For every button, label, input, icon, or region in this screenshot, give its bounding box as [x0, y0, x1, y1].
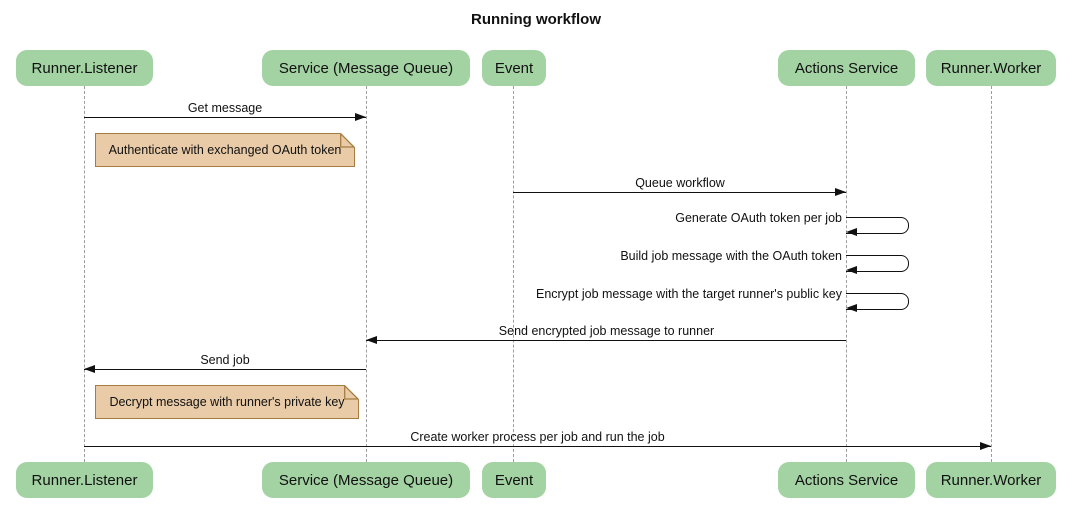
participant-top-runner-worker: Runner.Worker [926, 50, 1056, 86]
message-line-send-job [84, 369, 366, 370]
participant-top-actions-service: Actions Service [778, 50, 915, 86]
arrowhead-left-icon [84, 365, 95, 373]
self-loop-encrypt-job-message [846, 293, 909, 310]
diagram-title: Running workflow [471, 11, 601, 28]
message-line-send-encrypted-job [366, 340, 846, 341]
arrowhead-left-icon [846, 304, 857, 312]
lifeline-event [513, 86, 514, 462]
message-line-create-worker [84, 446, 991, 447]
note-fold-icon [344, 384, 360, 400]
participant-bottom-runner-listener: Runner.Listener [16, 462, 153, 498]
note-text: Authenticate with exchanged OAuth token [108, 143, 342, 157]
note-fold-icon [340, 132, 356, 148]
participant-top-service-message-queue: Service (Message Queue) [262, 50, 470, 86]
message-line-get-message [84, 117, 366, 118]
message-label-send-job: Send job [200, 353, 250, 367]
note-decrypt-message: Decrypt message with runner's private ke… [95, 384, 360, 419]
message-label-get-message: Get message [187, 101, 263, 115]
arrowhead-right-icon [980, 442, 991, 450]
message-label-encrypt-job-message: Encrypt job message with the target runn… [535, 287, 842, 301]
participant-top-event: Event [482, 50, 546, 86]
message-label-send-encrypted-job: Send encrypted job message to runner [498, 324, 715, 338]
arrowhead-left-icon [846, 266, 857, 274]
lifeline-service-message-queue [365, 86, 367, 462]
participant-bottom-runner-worker: Runner.Worker [926, 462, 1056, 498]
arrowhead-left-icon [846, 228, 857, 236]
lifeline-runner-worker [990, 86, 992, 462]
lifeline-actions-service [846, 86, 847, 462]
participant-bottom-service-message-queue: Service (Message Queue) [262, 462, 470, 498]
participant-bottom-event: Event [482, 462, 546, 498]
self-loop-generate-oauth-token [846, 217, 909, 234]
lifeline-runner-listener [84, 86, 85, 462]
message-label-queue-workflow: Queue workflow [635, 176, 725, 190]
participant-top-runner-listener: Runner.Listener [16, 50, 153, 86]
arrowhead-left-icon [366, 336, 377, 344]
note-text: Decrypt message with runner's private ke… [109, 395, 345, 409]
message-label-create-worker: Create worker process per job and run th… [410, 430, 665, 444]
note-authenticate-oauth: Authenticate with exchanged OAuth token [95, 132, 356, 167]
message-label-generate-oauth-token: Generate OAuth token per job [675, 211, 842, 225]
arrowhead-right-icon [355, 113, 366, 121]
message-label-build-job-message: Build job message with the OAuth token [620, 249, 842, 263]
self-loop-build-job-message [846, 255, 909, 272]
participant-bottom-actions-service: Actions Service [778, 462, 915, 498]
arrowhead-right-icon [835, 188, 846, 196]
message-line-queue-workflow [513, 192, 846, 193]
